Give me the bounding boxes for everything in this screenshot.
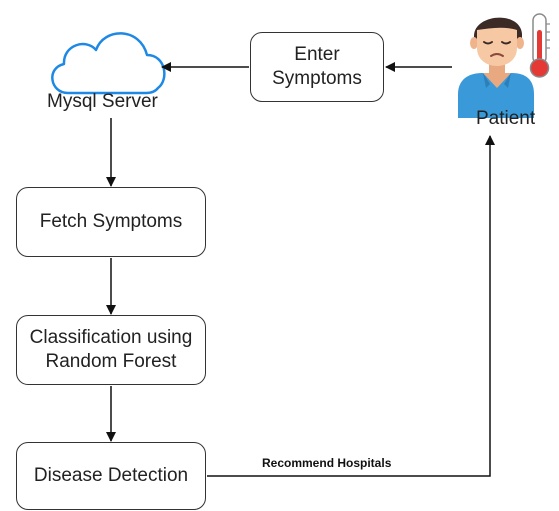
classification-node: Classification using Random Forest [16, 315, 206, 385]
patient-with-thermometer-icon [458, 13, 550, 118]
patient-label: Patient [476, 108, 536, 129]
disease-detection-node: Disease Detection [16, 442, 206, 510]
mysql-server-label: Mysql Server [47, 91, 158, 112]
cloud-icon [51, 32, 166, 95]
arrow-disease-to-patient [207, 135, 495, 477]
recommend-hospitals-edge-label: Recommend Hospitals [262, 456, 392, 470]
enter-symptoms-node: Enter Symptoms [250, 32, 384, 102]
fetch-symptoms-node: Fetch Symptoms [16, 187, 206, 257]
